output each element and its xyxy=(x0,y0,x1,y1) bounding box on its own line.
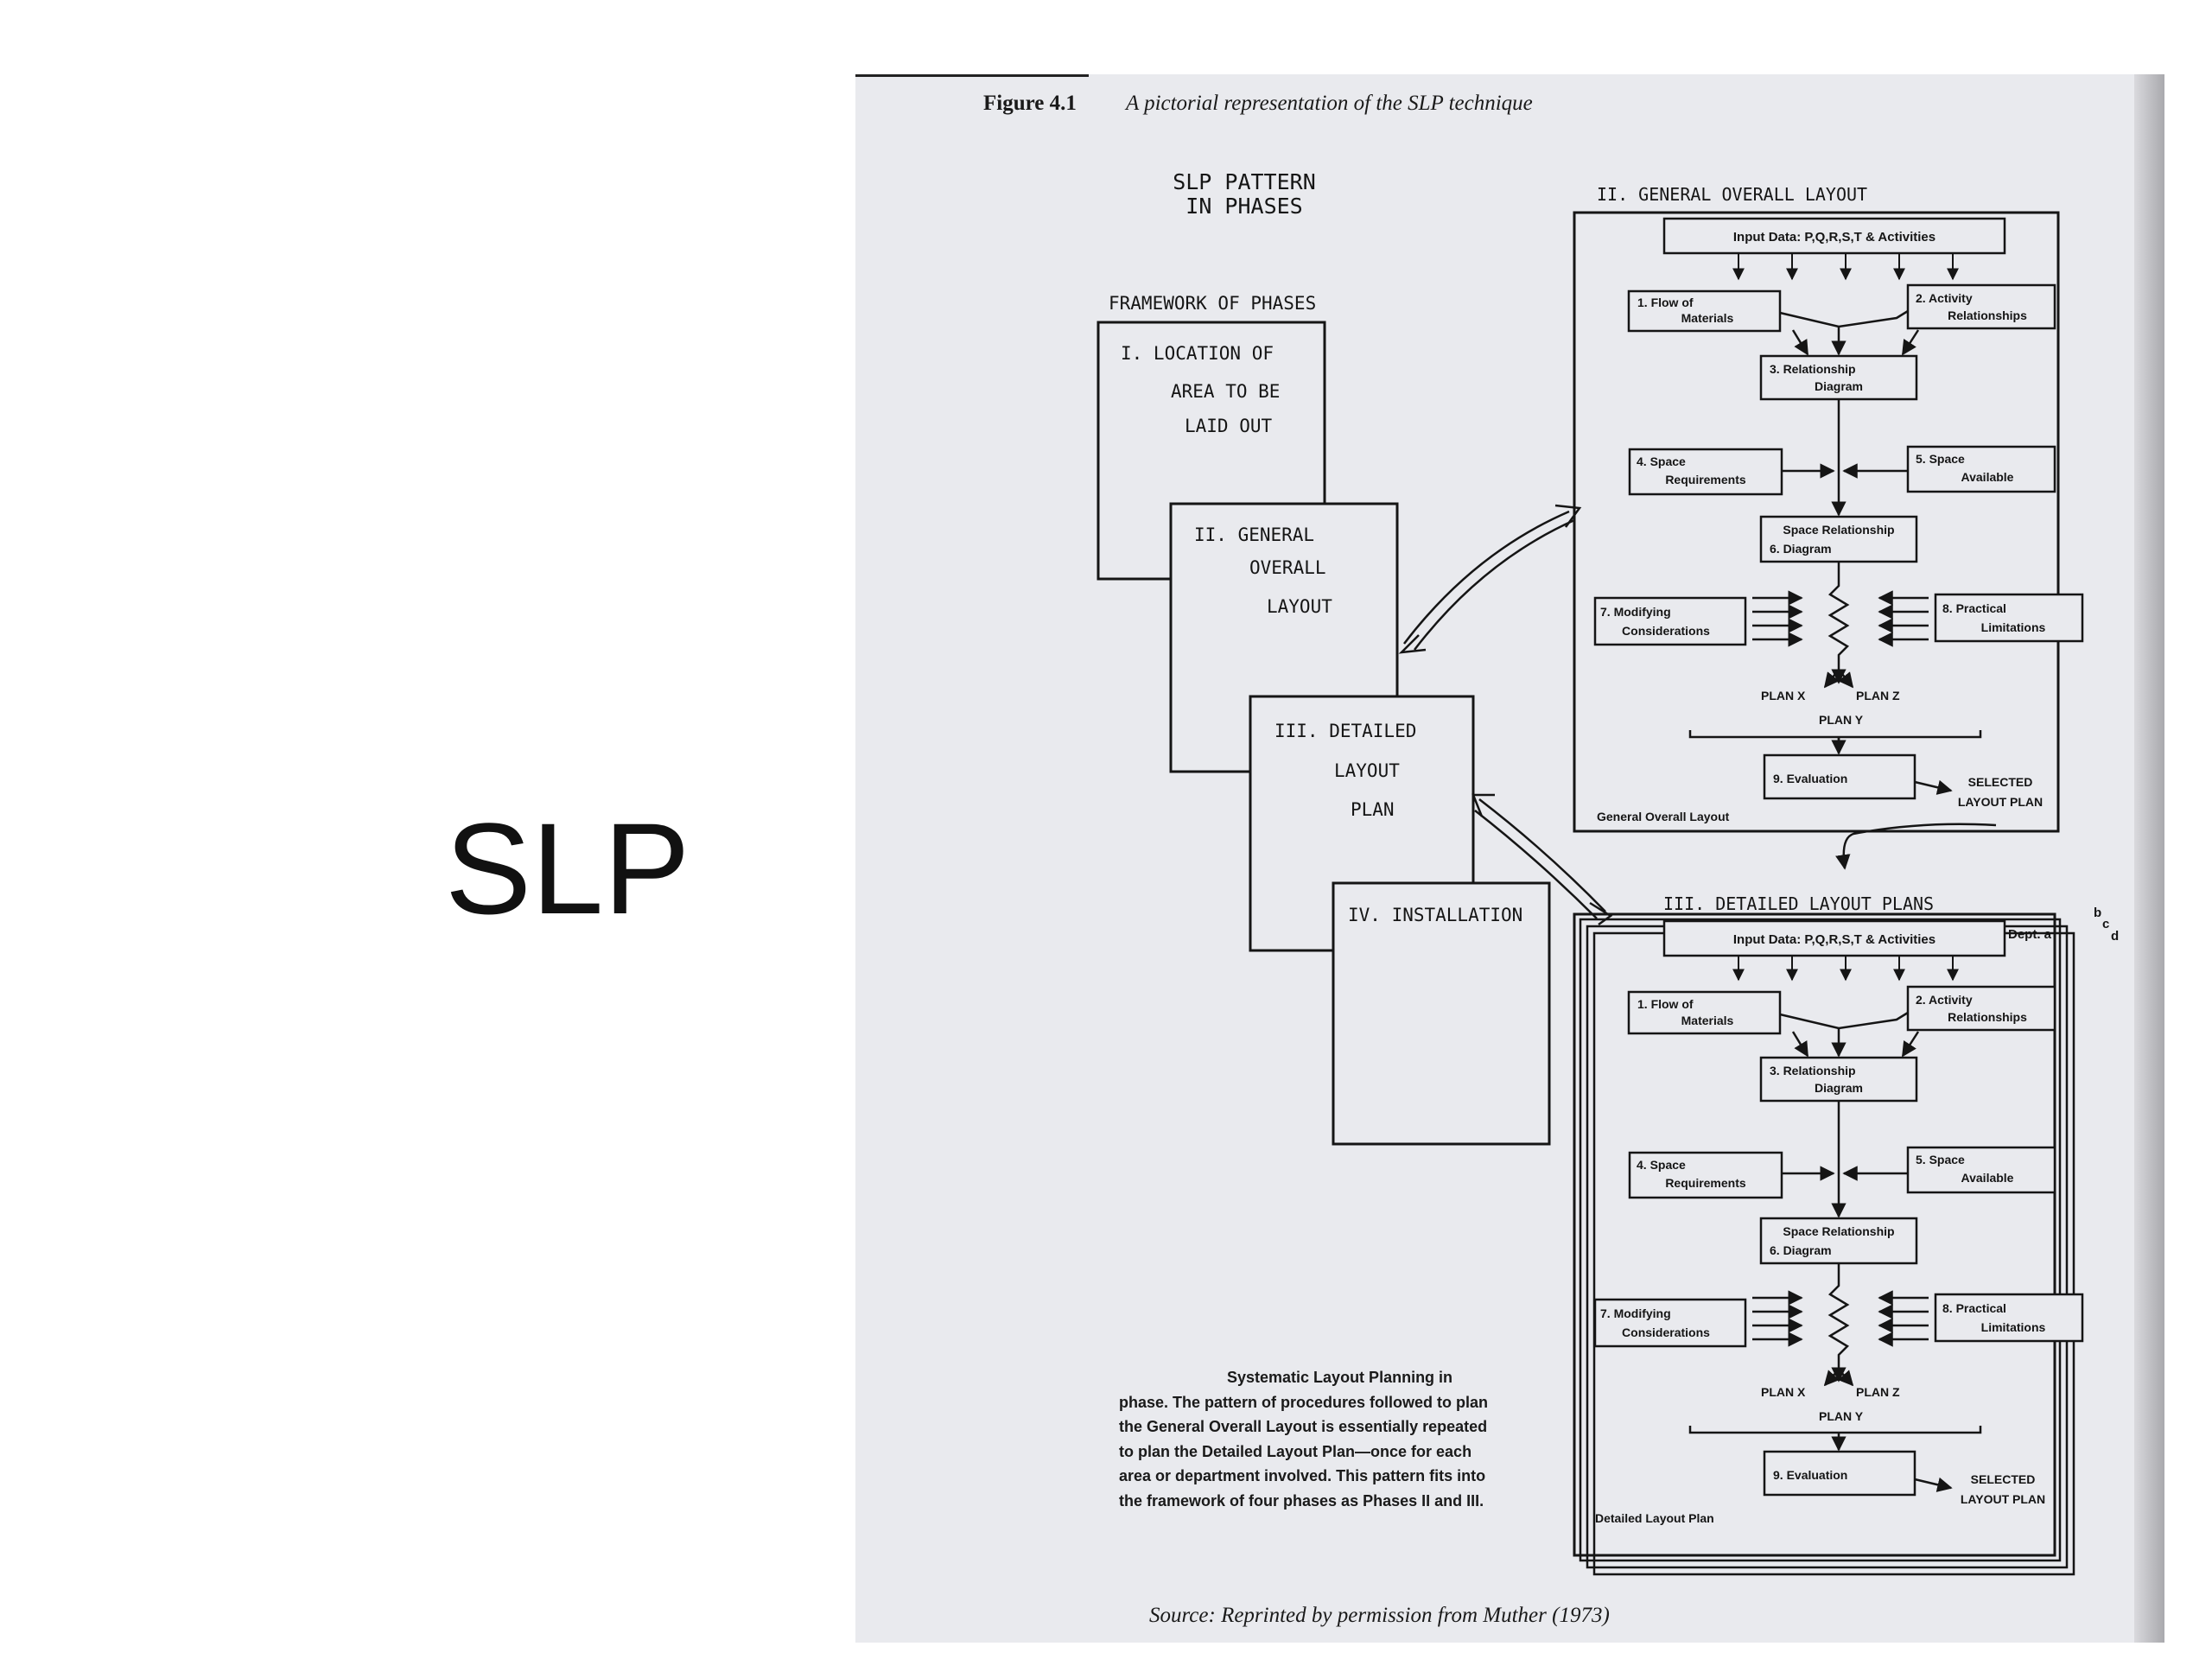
p2-plan-y: PLAN Y xyxy=(1819,713,1864,727)
figure-source: Source: Reprinted by permission from Mut… xyxy=(1149,1604,1610,1627)
scanned-figure-page xyxy=(855,74,2164,1643)
figure-label: Figure 4.1 xyxy=(983,92,1077,115)
pattern-title-line-2: IN PHASES xyxy=(1185,194,1302,219)
p2-space-req-2: Requirements xyxy=(1665,473,1746,486)
p3-practical-1: 8. Practical xyxy=(1942,1301,2006,1315)
panel-general-overall-layout: II. GENERAL OVERALL LAYOUT Input Data: P… xyxy=(1573,184,2084,870)
p2-rel-diagram-1: 3. Relationship xyxy=(1770,362,1856,376)
p3-footer: Detailed Layout Plan xyxy=(1595,1511,1714,1525)
phase-3-line-2: LAYOUT xyxy=(1334,760,1400,781)
p2-selected-1: SELECTED xyxy=(1968,775,2033,789)
figure-caption: A pictorial representation of the SLP te… xyxy=(1126,92,1533,115)
p2-practical-1: 8. Practical xyxy=(1942,601,2006,615)
figure-description: Systematic Layout Planning in phase. The… xyxy=(1119,1369,1489,1510)
p3-modifying-2: Considerations xyxy=(1622,1325,1710,1339)
p3-stack-letter-d: d xyxy=(2111,929,2119,944)
p3-activity-1: 2. Activity xyxy=(1916,993,1973,1007)
phase-3-line-1: III. DETAILED xyxy=(1274,721,1416,741)
p3-evaluation: 9. Evaluation xyxy=(1773,1468,1847,1482)
double-arrow-phase2-panel2 xyxy=(1398,504,1582,654)
p3-selected-1: SELECTED xyxy=(1971,1472,2036,1486)
p3-plan-y: PLAN Y xyxy=(1819,1409,1864,1423)
p3-plan-z: PLAN Z xyxy=(1856,1385,1900,1399)
p3-space-avail-2: Available xyxy=(1961,1171,2014,1185)
p2-activity-2: Relationships xyxy=(1948,308,2027,322)
phase-4-line-1: IV. INSTALLATION xyxy=(1348,905,1522,925)
p3-space-req-2: Requirements xyxy=(1665,1176,1746,1190)
slide-title: SLP xyxy=(445,796,690,941)
double-arrow-phase3-panel3 xyxy=(1471,793,1613,926)
p2-activity-1: 2. Activity xyxy=(1916,291,1973,305)
p3-selected-2: LAYOUT PLAN xyxy=(1961,1492,2045,1506)
p3-modifying-1: 7. Modifying xyxy=(1600,1306,1671,1320)
panel-3-title: III. DETAILED LAYOUT PLANS xyxy=(1663,893,1934,914)
panel-2-title: II. GENERAL OVERALL LAYOUT xyxy=(1597,184,1867,205)
page-edge-shadow xyxy=(2134,74,2164,1643)
p3-activity-2: Relationships xyxy=(1948,1010,2027,1024)
p3-rel-diagram-1: 3. Relationship xyxy=(1770,1064,1856,1077)
p3-flow-materials-1: 1. Flow of xyxy=(1637,997,1694,1011)
p3-rel-diagram-2: Diagram xyxy=(1815,1081,1863,1095)
p2-space-avail-1: 5. Space xyxy=(1916,452,1965,466)
p2-space-rel-2: 6. Diagram xyxy=(1770,542,1832,556)
pattern-title-line-1: SLP PATTERN xyxy=(1173,169,1316,194)
p2-selected-2: LAYOUT PLAN xyxy=(1958,795,2043,809)
p2-rel-diagram-2: Diagram xyxy=(1815,379,1863,393)
p2-modifying-2: Considerations xyxy=(1622,624,1710,638)
framework-title: FRAMEWORK OF PHASES xyxy=(1109,293,1316,314)
p2-space-avail-2: Available xyxy=(1961,470,2014,484)
p2-evaluation: 9. Evaluation xyxy=(1773,772,1847,785)
p3-space-req-1: 4. Space xyxy=(1637,1158,1686,1172)
p3-space-avail-1: 5. Space xyxy=(1916,1153,1965,1166)
phase-box-4 xyxy=(1332,881,1551,1146)
phase-1-line-3: LAID OUT xyxy=(1185,416,1273,436)
p3-stack-letter-c: c xyxy=(2102,917,2109,931)
p2-input-data: Input Data: P,Q,R,S,T & Activities xyxy=(1733,230,1936,245)
p2-space-req-1: 4. Space xyxy=(1637,454,1686,468)
p3-space-rel-2: 6. Diagram xyxy=(1770,1243,1832,1257)
phase-1-line-1: I. LOCATION OF xyxy=(1121,343,1274,364)
panel-detailed-layout-plans: III. DETAILED LAYOUT PLANS b c d Dept. a… xyxy=(1573,893,2119,1576)
p2-plan-x: PLAN X xyxy=(1761,689,1806,702)
p3-stack-letter-b: b xyxy=(2094,906,2101,920)
p2-plan-z: PLAN Z xyxy=(1856,689,1900,702)
phase-1-line-2: AREA TO BE xyxy=(1171,381,1280,402)
p2-flow-materials-2: Materials xyxy=(1681,311,1734,325)
p2-space-rel-1: Space Relationship xyxy=(1783,523,1894,537)
phase-3-line-3: PLAN xyxy=(1351,799,1395,820)
phase-2-line-3: LAYOUT xyxy=(1267,596,1332,617)
p3-input-data: Input Data: P,Q,R,S,T & Activities xyxy=(1733,932,1936,947)
p3-space-rel-1: Space Relationship xyxy=(1783,1224,1894,1238)
phase-2-line-2: OVERALL xyxy=(1249,557,1326,578)
p3-flow-materials-2: Materials xyxy=(1681,1014,1734,1027)
p3-practical-2: Limitations xyxy=(1981,1320,2046,1334)
p2-footer: General Overall Layout xyxy=(1597,810,1730,823)
page-top-rule xyxy=(855,74,1089,77)
phase-2-line-1: II. GENERAL xyxy=(1194,524,1314,545)
p2-flow-materials-1: 1. Flow of xyxy=(1637,296,1694,309)
p3-dept-a: Dept. a xyxy=(2008,927,2052,942)
p2-modifying-1: 7. Modifying xyxy=(1600,605,1671,619)
p2-practical-2: Limitations xyxy=(1981,620,2046,634)
p3-plan-x: PLAN X xyxy=(1761,1385,1806,1399)
